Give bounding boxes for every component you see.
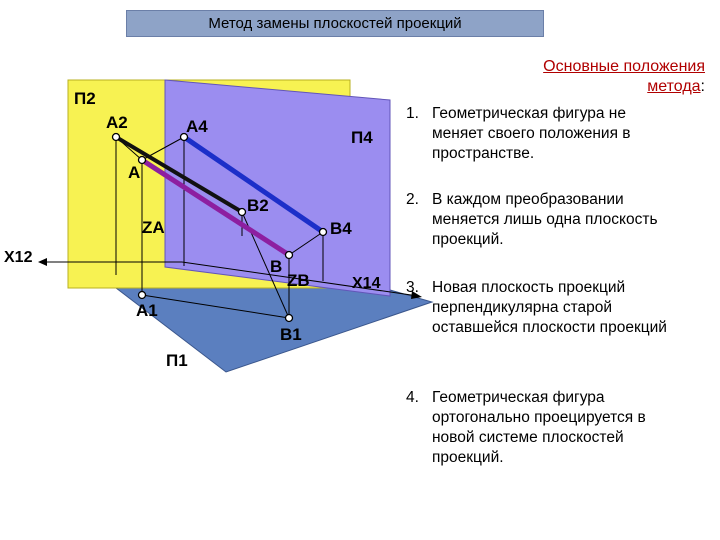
- point-a2: [111, 132, 121, 142]
- rule-line: В каждом преобразовании: [432, 191, 624, 208]
- point-b: [284, 250, 294, 260]
- axis-x14: [181, 261, 419, 297]
- point-b4: [318, 227, 328, 237]
- rule-number: 1.: [406, 105, 419, 122]
- rule-item-3: 3. Новая плоскость проекций перпендикуля…: [406, 278, 716, 340]
- rule-line: пространстве.: [432, 145, 535, 162]
- point-a: [137, 155, 147, 165]
- segment-a2-b2: [114, 135, 244, 214]
- label-b2: B2: [247, 196, 269, 215]
- label-p4: П4: [351, 128, 373, 147]
- point-a1: [137, 290, 147, 300]
- segment-a4-b4: [182, 134, 325, 235]
- label-p2: П2: [74, 89, 96, 108]
- label-b1: B1: [280, 325, 302, 344]
- slide-title: Метод замены плоскостей проекций: [208, 15, 462, 32]
- label-a4: A4: [186, 117, 208, 136]
- plane-p4: [164, 79, 391, 297]
- rules-heading-link: метода: [647, 78, 701, 95]
- rule-line: Геометрическая фигура: [432, 389, 605, 406]
- label-p1: П1: [166, 351, 188, 370]
- label-a2: A2: [106, 113, 128, 132]
- rule-line: перпендикулярна старой: [432, 299, 613, 316]
- rule-number: 4.: [406, 389, 419, 406]
- rule-line: оставшейся плоскости проекций: [432, 319, 667, 336]
- label-a1: A1: [136, 301, 158, 320]
- segment-ab: [140, 157, 291, 258]
- rule-line: меняет своего положения в: [432, 125, 631, 142]
- rule-number: 3.: [406, 279, 419, 296]
- title-box: Метод замены плоскостей проекций: [126, 10, 544, 37]
- segment-a1-b1: [141, 294, 290, 319]
- label-b: B: [270, 257, 282, 276]
- rule-item-1: 1. Геометрическая фигура не меняет своег…: [406, 104, 706, 166]
- point-a4: [179, 132, 189, 142]
- point-b2: [237, 207, 247, 217]
- point-b1: [284, 313, 294, 323]
- rule-line: ортогонально проецируется в: [432, 409, 646, 426]
- rule-line: Геометрическая фигура не: [432, 105, 626, 122]
- rule-line: проекций.: [432, 231, 504, 248]
- connector-b-b4: [288, 231, 324, 256]
- axis-x12-arrow: [38, 258, 47, 266]
- rule-item-2: 2. В каждом преобразовании меняется лишь…: [406, 190, 706, 252]
- rule-line: новой системе плоскостей: [432, 429, 624, 446]
- rules-heading-line1: Основные положения: [543, 58, 705, 75]
- label-x14: X14: [352, 275, 381, 292]
- rule-line: проекций.: [432, 449, 504, 466]
- axis-x14-arrow: [411, 291, 422, 299]
- label-b4: B4: [330, 219, 352, 238]
- label-x12: X12: [4, 249, 33, 266]
- label-za: ZA: [142, 218, 165, 237]
- rule-line: меняется лишь одна плоскость: [432, 211, 658, 228]
- rule-number: 2.: [406, 191, 419, 208]
- rule-line: Новая плоскость проекций: [432, 279, 626, 296]
- rule-item-4: 4. Геометрическая фигура ортогонально пр…: [406, 388, 706, 470]
- label-a: A: [128, 163, 140, 182]
- rules-heading: Основные положения метода:: [405, 57, 705, 97]
- rules-heading-colon: :: [700, 78, 705, 95]
- label-zb: ZB: [287, 271, 310, 290]
